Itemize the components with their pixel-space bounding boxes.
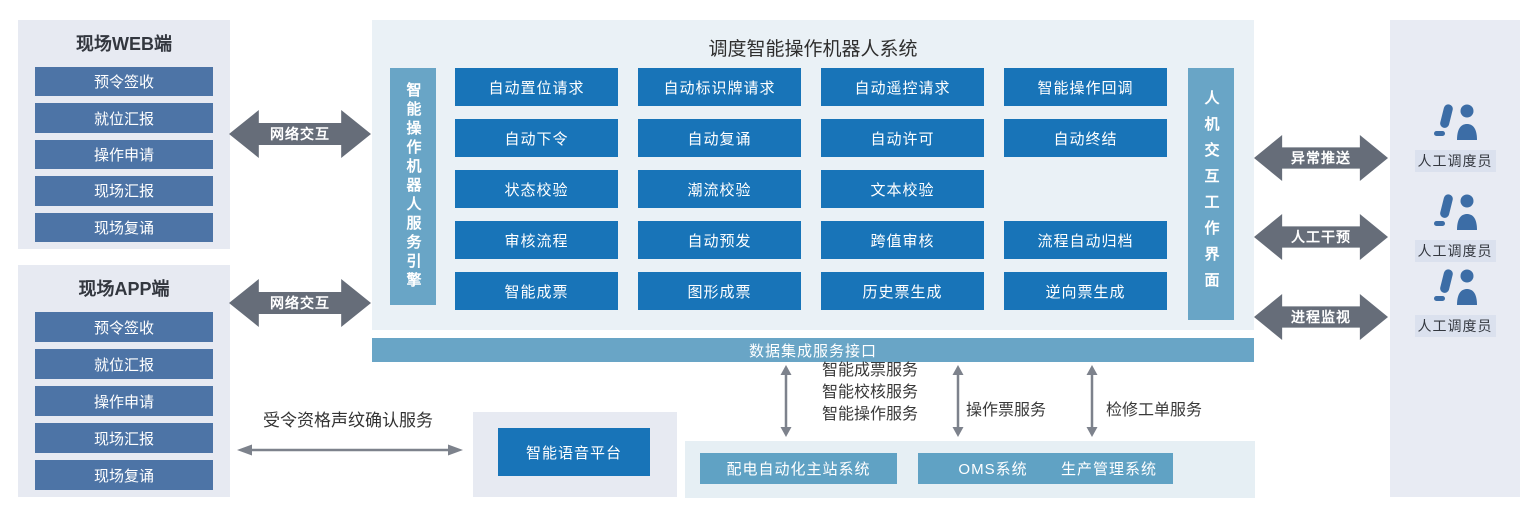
voice-platform-button: 智能语音平台 bbox=[498, 428, 650, 476]
ticket-service-label: 操作票服务 bbox=[966, 402, 1047, 419]
dispatcher-label: 人工调度员 bbox=[1414, 150, 1496, 172]
app-terminal-panel: 现场APP端 预令签收 就位汇报 操作申请 现场汇报 现场复诵 bbox=[18, 265, 230, 497]
network-arrow-label: 网络交互 bbox=[270, 126, 330, 142]
module-button: 自动标识牌请求 bbox=[638, 68, 801, 106]
robot-system-title: 调度智能操作机器人系统 bbox=[708, 39, 918, 60]
external-systems-panel: 配电自动化主站系统 OMS系统 生产管理系统 bbox=[685, 441, 1255, 498]
network-arrow: 网络交互 bbox=[229, 279, 371, 327]
dispatcher-group: 人工调度员 bbox=[1390, 194, 1520, 262]
web-item: 就位汇报 bbox=[35, 103, 213, 133]
data-integration-bar: 数据集成服务接口 bbox=[372, 338, 1254, 362]
module-button: 图形成票 bbox=[638, 272, 801, 310]
dispatcher-label: 人工调度员 bbox=[1414, 240, 1496, 262]
module-button: 自动许可 bbox=[821, 119, 984, 157]
module-button: 自动遥控请求 bbox=[821, 68, 984, 106]
service-line: 智能操作服务 bbox=[822, 406, 919, 423]
module-grid: 自动置位请求 自动标识牌请求 自动遥控请求 智能操作回调 自动下令 自动复诵 自… bbox=[455, 68, 1167, 310]
service-line: 智能成票服务 bbox=[822, 362, 919, 379]
system-box: OMS系统 bbox=[918, 453, 1068, 484]
module-button: 状态校验 bbox=[455, 170, 618, 208]
web-item: 操作申请 bbox=[35, 139, 213, 170]
system-box: 配电自动化主站系统 bbox=[700, 453, 897, 484]
module-button: 智能成票 bbox=[455, 272, 618, 310]
service-arrow-vertical bbox=[780, 365, 792, 437]
dispatcher-icon bbox=[1434, 194, 1477, 230]
hmi-link-label: 异常推送 bbox=[1291, 150, 1351, 166]
service-engine-bar: 智能操作机器人服务引擎 bbox=[390, 68, 436, 305]
app-item: 现场汇报 bbox=[35, 423, 213, 453]
hmi-workbench-bar: 人机交互工作界面 bbox=[1188, 68, 1234, 320]
dispatcher-group: 人工调度员 bbox=[1390, 269, 1520, 337]
module-button: 自动终结 bbox=[1004, 119, 1167, 157]
integration-services-label: 智能成票服务 智能校核服务 智能操作服务 bbox=[822, 360, 918, 426]
network-arrow-label: 网络交互 bbox=[270, 295, 330, 311]
hmi-link-arrow: 人工干预 bbox=[1254, 214, 1388, 260]
service-arrow-vertical bbox=[1086, 365, 1098, 437]
app-item: 现场复诵 bbox=[35, 460, 213, 490]
module-button: 历史票生成 bbox=[821, 272, 984, 310]
system-box: 生产管理系统 bbox=[1045, 453, 1173, 484]
hmi-link-arrow: 进程监视 bbox=[1254, 294, 1388, 340]
dispatcher-icon bbox=[1434, 269, 1477, 305]
data-integration-label: 数据集成服务接口 bbox=[748, 342, 877, 360]
hmi-link-label: 进程监视 bbox=[1291, 309, 1351, 325]
web-item: 现场汇报 bbox=[35, 176, 213, 206]
dispatcher-label: 人工调度员 bbox=[1414, 315, 1496, 337]
module-button: 逆向票生成 bbox=[1004, 272, 1167, 310]
voiceprint-arrow bbox=[237, 444, 463, 456]
service-arrow-vertical bbox=[952, 365, 964, 437]
hmi-link-label: 人工干预 bbox=[1291, 229, 1351, 245]
web-item: 现场复诵 bbox=[35, 212, 213, 243]
web-terminal-title: 现场WEB端 bbox=[76, 34, 172, 54]
app-item: 操作申请 bbox=[35, 386, 213, 416]
hmi-link-arrow: 异常推送 bbox=[1254, 135, 1388, 181]
work-order-service-label: 检修工单服务 bbox=[1106, 402, 1203, 419]
module-button: 流程自动归档 bbox=[1004, 221, 1167, 259]
module-button: 自动置位请求 bbox=[455, 68, 618, 106]
dispatcher-group: 人工调度员 bbox=[1390, 104, 1520, 172]
module-button: 智能操作回调 bbox=[1004, 68, 1167, 106]
voiceprint-service-label: 受令资格声纹确认服务 bbox=[263, 411, 433, 430]
app-item: 就位汇报 bbox=[35, 349, 213, 379]
robot-system-panel: 调度智能操作机器人系统 智能操作机器人服务引擎 人机交互工作界面 自动置位请求 … bbox=[372, 20, 1254, 330]
module-button: 潮流校验 bbox=[638, 170, 801, 208]
module-button: 自动预发 bbox=[638, 221, 801, 259]
voice-platform-panel: 智能语音平台 bbox=[473, 412, 677, 497]
app-item: 预令签收 bbox=[35, 312, 213, 342]
module-empty-slot bbox=[1004, 170, 1167, 208]
network-arrow: 网络交互 bbox=[229, 110, 371, 158]
module-button: 审核流程 bbox=[455, 221, 618, 259]
web-item: 预令签收 bbox=[35, 67, 213, 97]
module-button: 自动下令 bbox=[455, 119, 618, 157]
module-button: 跨值审核 bbox=[821, 221, 984, 259]
module-button: 自动复诵 bbox=[638, 119, 801, 157]
service-line: 智能校核服务 bbox=[822, 384, 919, 401]
dispatcher-icon bbox=[1434, 104, 1477, 140]
app-terminal-title: 现场APP端 bbox=[78, 279, 170, 299]
module-button: 文本校验 bbox=[821, 170, 984, 208]
web-terminal-panel: 现场WEB端 预令签收 就位汇报 操作申请 现场汇报 现场复诵 bbox=[18, 20, 230, 249]
